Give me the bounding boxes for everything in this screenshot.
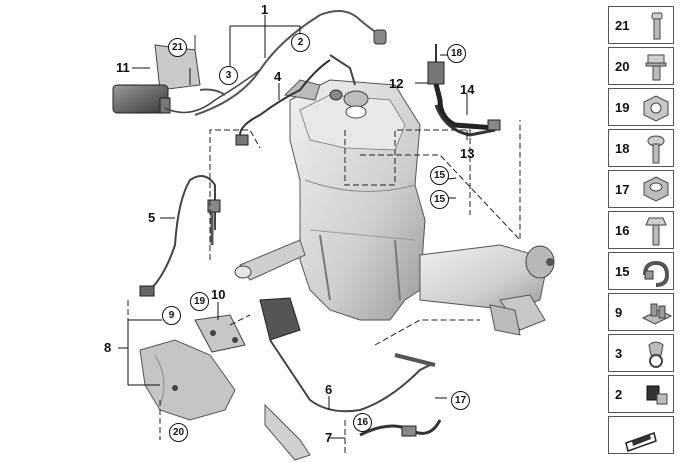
torx-screw-icon bbox=[647, 135, 665, 164]
callout-12: 12 bbox=[389, 76, 404, 91]
part-1-pressure-line bbox=[194, 10, 387, 116]
parts-legend-number: 21 bbox=[615, 18, 630, 33]
parts-legend-number: 17 bbox=[615, 182, 630, 197]
part-6-nox-sensor bbox=[259, 297, 436, 413]
flange-bolt-icon bbox=[645, 54, 667, 81]
callout-2: 2 bbox=[291, 33, 310, 52]
callout-10: 10 bbox=[211, 287, 226, 302]
part-5-temperature-sensor bbox=[139, 175, 221, 297]
callout-18: 18 bbox=[447, 44, 466, 63]
callout-19: 19 bbox=[190, 292, 209, 311]
part-4-hose bbox=[235, 54, 356, 146]
parts-legend-number: 9 bbox=[615, 305, 623, 320]
part-11-pressure-sensor bbox=[112, 35, 261, 114]
parts-legend-item: 16 bbox=[608, 211, 674, 249]
gasket-plate-icon bbox=[625, 432, 657, 452]
callout-14: 14 bbox=[460, 82, 475, 97]
callout-13: 13 bbox=[460, 146, 475, 161]
diagram-drawing bbox=[112, 10, 555, 461]
parts-legend-item bbox=[608, 416, 674, 454]
leader-lines bbox=[127, 120, 521, 455]
part-7-cable bbox=[264, 403, 442, 461]
parts-legend-item: 15 bbox=[608, 252, 674, 290]
callout-6: 6 bbox=[325, 382, 333, 397]
collar-nut-icon bbox=[643, 176, 669, 202]
callout-7: 7 bbox=[325, 430, 333, 445]
callout-9: 9 bbox=[162, 306, 181, 325]
rubber-mount-icon bbox=[641, 303, 673, 325]
callout-1: 1 bbox=[261, 2, 269, 17]
parts-legend-panel: 21 20 19 18 17 16 15 9 3 2 bbox=[608, 6, 674, 458]
callout-16: 16 bbox=[353, 413, 372, 432]
parts-legend-number: 15 bbox=[615, 264, 630, 279]
parts-legend-number: 19 bbox=[615, 100, 630, 115]
small-screw-icon bbox=[651, 12, 663, 40]
parts-legend-item: 19 bbox=[608, 88, 674, 126]
parts-legend-item: 21 bbox=[608, 6, 674, 44]
hose-clamp-icon bbox=[643, 260, 670, 287]
callout-15-lower: 15 bbox=[430, 190, 449, 209]
callout-15-upper: 15 bbox=[430, 166, 449, 185]
part-8-heat-shield bbox=[139, 339, 236, 421]
parts-legend-number: 18 bbox=[615, 141, 630, 156]
parts-legend-item: 2 bbox=[608, 375, 674, 413]
hex-bolt-icon bbox=[645, 217, 667, 246]
cable-holder-icon bbox=[648, 341, 664, 368]
callout-8: 8 bbox=[104, 340, 112, 355]
parts-legend-number: 16 bbox=[615, 223, 630, 238]
parts-legend-item: 17 bbox=[608, 170, 674, 208]
part-10-bracket bbox=[194, 314, 246, 353]
callout-21: 21 bbox=[168, 38, 187, 57]
callout-5: 5 bbox=[148, 210, 156, 225]
parts-legend-number: 2 bbox=[615, 387, 623, 402]
callout-20: 20 bbox=[169, 423, 188, 442]
parts-legend-item: 9 bbox=[608, 293, 674, 331]
parts-legend-item: 18 bbox=[608, 129, 674, 167]
parts-legend-number: 20 bbox=[615, 59, 630, 74]
callout-17: 17 bbox=[451, 391, 470, 410]
particulate-filter-assembly bbox=[234, 79, 555, 336]
callout-11: 11 bbox=[116, 60, 130, 75]
cable-clip-icon bbox=[646, 385, 668, 405]
parts-legend-number: 3 bbox=[615, 346, 623, 361]
parts-legend-item: 3 bbox=[608, 334, 674, 372]
hex-nut-icon bbox=[643, 95, 669, 122]
callout-leaders bbox=[118, 15, 468, 439]
part-12-13-14-pipes bbox=[427, 44, 501, 137]
callout-3: 3 bbox=[219, 66, 238, 85]
parts-legend-item: 20 bbox=[608, 47, 674, 85]
callout-4: 4 bbox=[274, 69, 282, 84]
